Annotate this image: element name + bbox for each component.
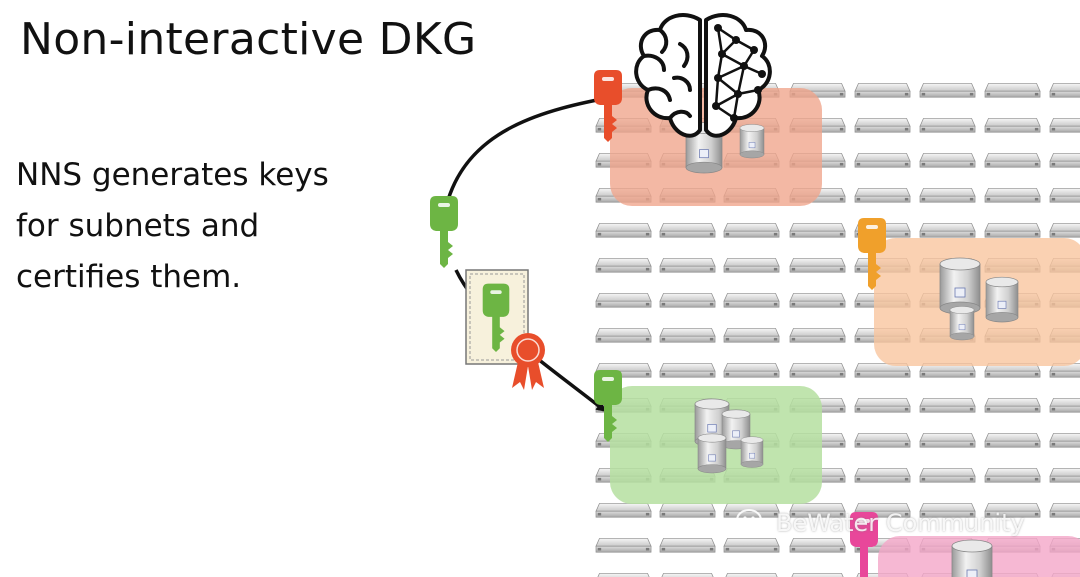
server-icon [789, 258, 846, 273]
slide-title: Non-interactive DKG [20, 14, 477, 65]
server-icon [723, 223, 780, 238]
server-icon [659, 573, 716, 577]
server-icon [984, 398, 1041, 413]
body-line-1: NNS generates keys [16, 157, 329, 193]
server-icon [919, 83, 976, 98]
server-icon [659, 258, 716, 273]
server-icon [659, 538, 716, 553]
wechat-icon [736, 509, 769, 536]
server-icon [659, 293, 716, 308]
server-icon [595, 258, 652, 273]
server-icon [789, 538, 846, 553]
database-icon [951, 539, 993, 577]
server-icon [1049, 223, 1080, 238]
server-icon [984, 83, 1041, 98]
server-icon [919, 468, 976, 483]
server-icon [984, 223, 1041, 238]
server-icon [984, 433, 1041, 448]
server-icon [723, 258, 780, 273]
server-icon [1049, 188, 1080, 203]
server-icon [919, 188, 976, 203]
server-icon [723, 293, 780, 308]
server-icon [789, 328, 846, 343]
server-icon [789, 223, 846, 238]
award-ribbon-icon [511, 333, 545, 390]
server-icon [1049, 118, 1080, 133]
slide-body-text: NNS generates keys for subnets and certi… [16, 150, 329, 303]
server-icon [595, 503, 652, 518]
server-icon [854, 153, 911, 168]
server-icon [659, 363, 716, 378]
watermark: BeWater Community [736, 508, 1025, 538]
server-icon [723, 328, 780, 343]
server-icon [659, 223, 716, 238]
key-icon [430, 196, 458, 268]
server-icon [595, 328, 652, 343]
server-icon [1049, 503, 1080, 518]
server-icon [595, 538, 652, 553]
server-icon [723, 363, 780, 378]
key-distribution-arrow [446, 92, 621, 201]
watermark-text: BeWater Community [776, 509, 1025, 537]
server-icon [659, 503, 716, 518]
server-icon [854, 398, 911, 413]
server-icon [595, 573, 652, 577]
server-icon [984, 153, 1041, 168]
server-icon [789, 293, 846, 308]
body-line-2: for subnets and [16, 208, 260, 244]
server-icon [1049, 153, 1080, 168]
server-icon [919, 153, 976, 168]
server-icon [984, 118, 1041, 133]
server-icon [1049, 398, 1080, 413]
server-icon [854, 83, 911, 98]
server-icon [1049, 433, 1080, 448]
server-icon [789, 363, 846, 378]
server-icon [789, 573, 846, 577]
server-icon [919, 433, 976, 448]
server-icon [1049, 83, 1080, 98]
server-icon [984, 468, 1041, 483]
server-icon [659, 328, 716, 343]
brain-network-icon [634, 13, 772, 138]
server-icon [919, 118, 976, 133]
server-icon [723, 573, 780, 577]
server-icon [595, 293, 652, 308]
server-icon [854, 188, 911, 203]
server-icon [854, 433, 911, 448]
body-line-3: certifies them. [16, 259, 242, 295]
server-icon [984, 188, 1041, 203]
server-icon [854, 118, 911, 133]
server-icon [919, 223, 976, 238]
server-icon [595, 223, 652, 238]
server-icon [1049, 468, 1080, 483]
server-icon [854, 468, 911, 483]
key-icon [850, 512, 878, 577]
server-icon [723, 538, 780, 553]
server-icon [919, 398, 976, 413]
